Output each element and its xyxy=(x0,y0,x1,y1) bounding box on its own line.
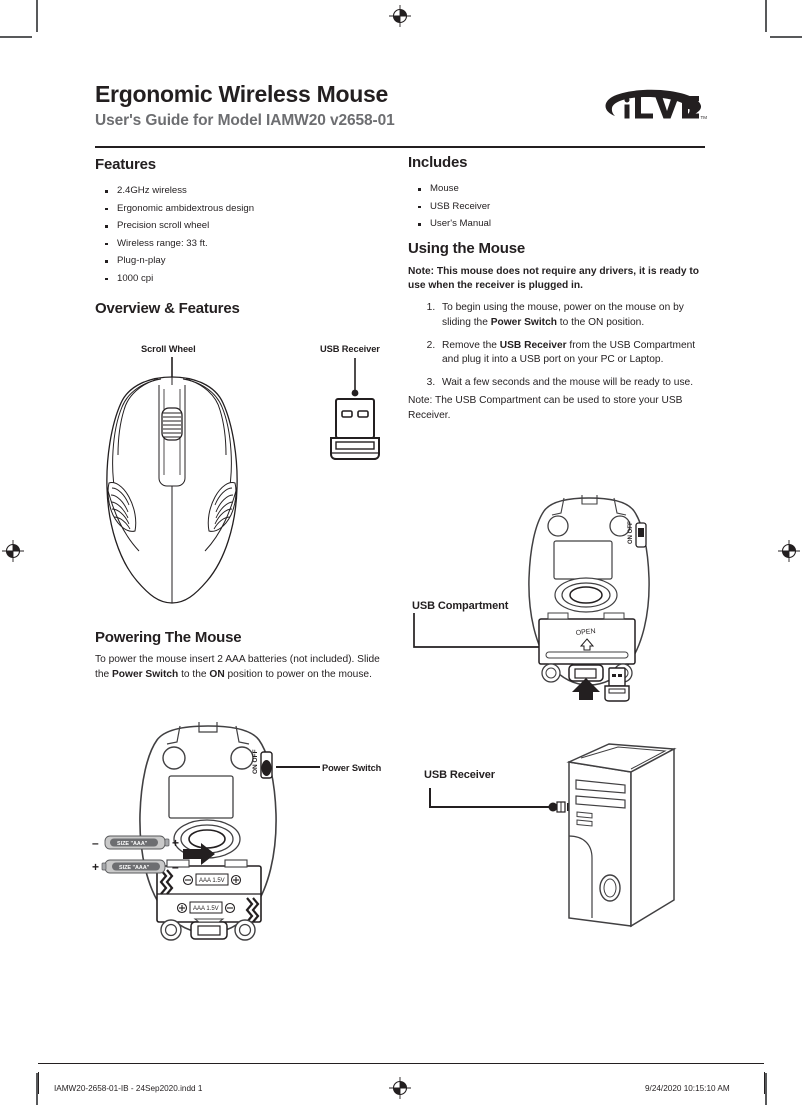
crop-mark-bottom-right-v xyxy=(765,1073,767,1105)
footer-timestamp: 9/24/2020 10:15:10 AM xyxy=(645,1084,730,1093)
battery-plus-bottom: + xyxy=(92,860,99,874)
battery-size-label-bottom: SIZE "AAA" xyxy=(119,865,150,871)
battery-cell-label-top: AAA 1.5V xyxy=(199,878,225,884)
pc-tower-figure xyxy=(429,743,677,928)
overview-section: Overview & Features xyxy=(95,300,395,317)
plain-text: to the ON position. xyxy=(556,317,645,328)
aaa-batteries-figure: – SIZE "AAA" + + SIZE "AAA" – xyxy=(92,835,179,874)
usb-receiver-figure-top xyxy=(330,358,380,460)
powering-section: Powering The Mouse To power the mouse in… xyxy=(95,629,395,682)
registration-mark-left xyxy=(2,540,24,562)
scroll-wheel-label: Scroll Wheel xyxy=(141,344,196,354)
using-step: To begin using the mouse, power on the m… xyxy=(438,301,705,330)
document-header: Ergonomic Wireless Mouse User's Guide fo… xyxy=(95,81,707,129)
power-switch-graphic: ON OFF xyxy=(252,749,273,779)
plain-text: Wait a few seconds and the mouse will be… xyxy=(442,376,694,388)
crop-mark-top-right-v xyxy=(765,0,767,32)
include-item: User's Manual xyxy=(408,215,705,233)
feature-item: Wireless range: 33 ft. xyxy=(95,235,395,253)
emphasis-text: ON xyxy=(209,668,225,680)
open-label: OPEN xyxy=(575,628,595,637)
battery-cell-label-bottom: AAA 1.5V xyxy=(193,906,219,912)
using-the-mouse-section: Using the Mouse Note: This mouse does no… xyxy=(408,240,705,424)
powering-body-text: To power the mouse insert 2 AAA batterie… xyxy=(95,653,395,682)
usb-compartment-label: USB Compartment xyxy=(412,600,509,612)
features-heading: Features xyxy=(95,156,156,173)
plain-text: To begin using the mouse, power on the m… xyxy=(442,302,684,328)
registration-mark-footer xyxy=(389,1077,411,1099)
emphasis-text: USB Receiver xyxy=(499,339,567,351)
battery-insert-arrow xyxy=(183,843,215,865)
footer-tick-left xyxy=(38,1072,39,1094)
using-step: Wait a few seconds and the mouse will be… xyxy=(438,376,705,391)
emphasis-text: Power Switch xyxy=(490,317,557,328)
registration-mark-top xyxy=(389,5,411,27)
battery-plus-top: + xyxy=(172,836,179,850)
svg-text:TM: TM xyxy=(701,115,708,120)
feature-item: Precision scroll wheel xyxy=(95,217,395,235)
page-subtitle: User's Guide for Model IAMW20 v2658-01 xyxy=(95,111,395,129)
feature-item: Ergonomic ambidextrous design xyxy=(95,200,395,218)
plain-text: from the USB Compartment and plug it int… xyxy=(442,339,696,366)
using-step: Remove the USB Receiver from the USB Com… xyxy=(438,339,705,368)
include-item: USB Receiver xyxy=(408,198,705,216)
mouse-top-view-figure xyxy=(106,357,238,604)
using-heading: Using the Mouse xyxy=(408,240,526,257)
battery-minus-top: – xyxy=(92,836,99,850)
using-note-bottom: Note: The USB Compartment can be used to… xyxy=(408,395,683,421)
plain-text: position to power on the mouse. xyxy=(224,668,372,680)
usb-receiver-label-top: USB Receiver xyxy=(320,344,380,354)
power-switch-label: Power Switch xyxy=(322,763,382,773)
ilive-logo: TM xyxy=(605,89,708,120)
usb-receiver-figure-bottom xyxy=(604,667,630,702)
include-item: Mouse xyxy=(408,180,705,198)
using-note-top: Note: This mouse does not require any dr… xyxy=(408,266,699,292)
svg-text:ON OFF: ON OFF xyxy=(628,521,634,544)
svg-text:ON OFF: ON OFF xyxy=(252,749,259,774)
page-title: Ergonomic Wireless Mouse xyxy=(95,81,388,107)
footer-filename: IAMW20-2658-01-IB - 24Sep2020.indd 1 xyxy=(54,1084,203,1093)
plain-text: to the xyxy=(178,668,210,680)
crop-mark-top-left-v xyxy=(36,0,38,32)
battery-minus-bottom: – xyxy=(172,860,179,874)
registration-mark-right xyxy=(778,540,800,562)
usb-receiver-label-pc: USB Receiver xyxy=(424,769,495,781)
battery-size-label-top: SIZE "AAA" xyxy=(117,841,148,847)
crop-mark-top-left-h xyxy=(0,36,32,38)
mouse-bottom-usb-figure: ON OFF OPEN xyxy=(413,495,650,700)
powering-heading: Powering The Mouse xyxy=(95,629,242,646)
footer-divider xyxy=(38,1063,764,1064)
crop-mark-bottom-left-v xyxy=(36,1073,38,1105)
using-steps-list: To begin using the mouse, power on the m… xyxy=(408,301,705,390)
plain-text: To power the mouse insert 2 AAA batterie… xyxy=(95,654,380,680)
footer-tick-right xyxy=(764,1072,765,1094)
feature-item: 1000 cpi xyxy=(95,270,395,288)
feature-item: 2.4GHz wireless xyxy=(95,182,395,200)
includes-heading: Includes xyxy=(408,154,468,171)
crop-mark-top-right-h xyxy=(770,36,802,38)
plain-text: Remove the xyxy=(442,339,500,351)
emphasis-text: Power Switch xyxy=(112,668,179,680)
feature-item: Plug-n-play xyxy=(95,252,395,270)
mouse-bottom-battery-figure: ON OFF AAA 1.5V AAA 1.5V xyxy=(139,722,320,941)
overview-heading: Overview & Features xyxy=(95,300,240,317)
header-divider xyxy=(95,146,705,148)
